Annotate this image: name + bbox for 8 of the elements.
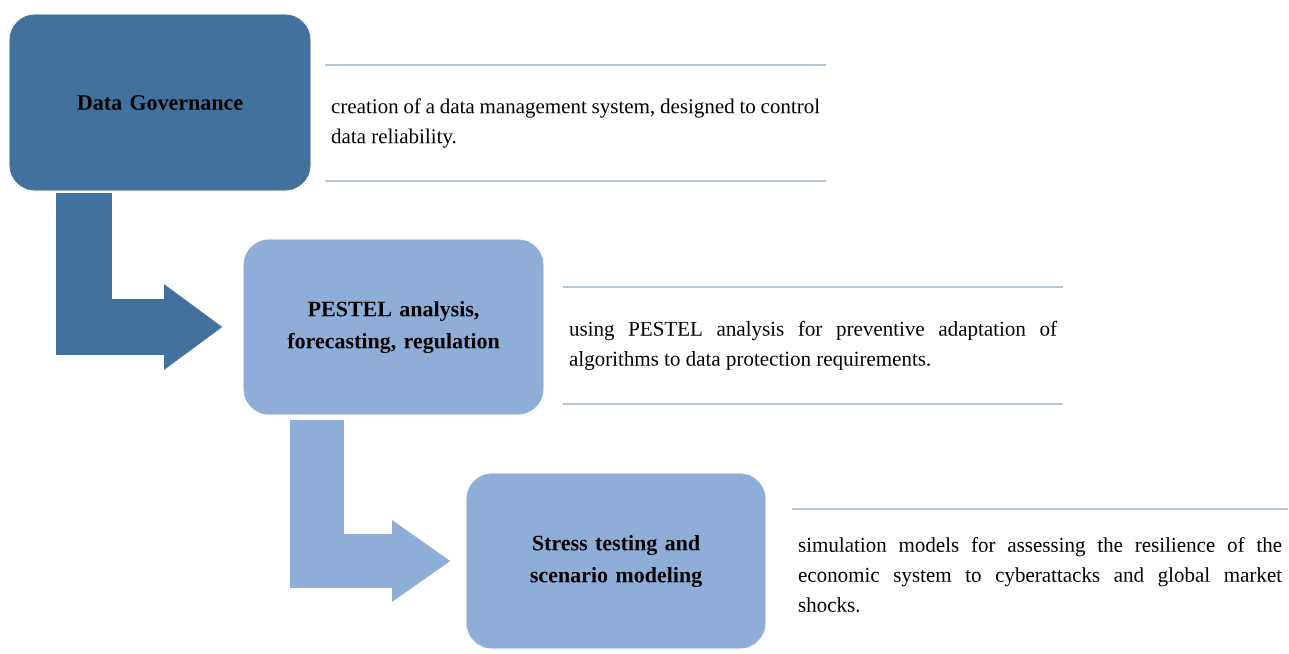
process-box: Stress testing and scenario modeling xyxy=(466,473,766,649)
bent-arrow xyxy=(56,193,222,370)
process-box: Data Governance xyxy=(9,14,311,191)
bent-arrow xyxy=(290,420,450,602)
description-band: creation of a data management system, designed to control data reliability. xyxy=(324,64,827,182)
description-band: using PESTEL analysis for preventive adaptation of algorithms to data protection requirements. xyxy=(562,286,1064,405)
description-band: simulation models for assessing the resilience of the economic system to cyberattacks and global market shocks. xyxy=(791,508,1289,613)
process-box: PESTEL analysis, forecasting, regulation xyxy=(243,239,544,415)
